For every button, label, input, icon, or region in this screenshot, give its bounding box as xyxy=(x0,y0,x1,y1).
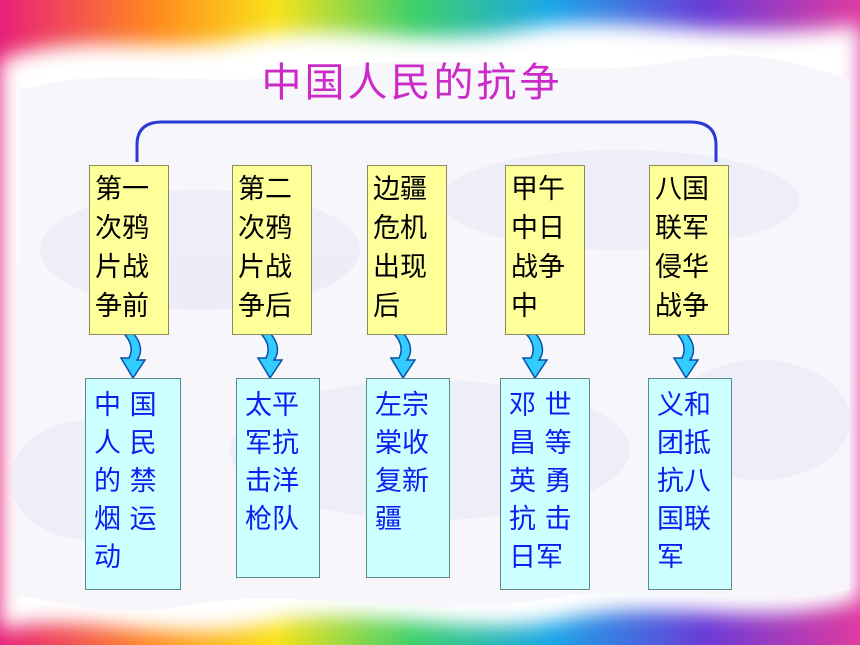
event-line: 邓 世 xyxy=(509,390,572,421)
event-line: 棠收 xyxy=(375,428,429,459)
cause-line: 争前 xyxy=(95,291,149,322)
cause-line: 中 xyxy=(511,291,538,322)
cause-box-2: 第二 次鸦 片战 争后 xyxy=(232,165,312,335)
cause-line: 中日 xyxy=(511,213,565,244)
cause-line: 甲午 xyxy=(511,174,565,205)
event-line: 的 禁 xyxy=(94,466,157,497)
cause-line: 八国 xyxy=(655,174,709,205)
cause-box-4: 甲午 中日 战争 中 xyxy=(505,165,585,335)
event-line: 抗八 xyxy=(657,466,711,497)
event-line: 枪队 xyxy=(245,504,299,535)
event-line: 英 勇 xyxy=(509,466,572,497)
event-line: 中 国 xyxy=(94,390,157,421)
cause-line: 联军 xyxy=(655,213,709,244)
cause-line: 第二 xyxy=(238,174,292,205)
event-box-1: 中 国 人 民 的 禁 烟 运 动 xyxy=(85,378,181,590)
event-line: 烟 运 xyxy=(94,504,157,535)
event-line: 军 xyxy=(657,542,684,573)
cause-line: 侵华 xyxy=(655,252,709,283)
cause-line: 片战 xyxy=(95,252,149,283)
event-line: 团抵 xyxy=(657,428,711,459)
event-line: 复新 xyxy=(375,466,429,497)
cause-line: 后 xyxy=(373,291,400,322)
event-box-2: 太平 军抗 击洋 枪队 xyxy=(236,378,320,578)
event-line: 日军 xyxy=(509,542,563,573)
event-line: 义和 xyxy=(657,390,711,421)
cause-line: 片战 xyxy=(238,252,292,283)
event-line: 击洋 xyxy=(245,466,299,497)
cause-line: 战争 xyxy=(511,252,565,283)
event-line: 抗 击 xyxy=(509,504,572,535)
event-line: 左宗 xyxy=(375,390,429,421)
event-line: 人 民 xyxy=(94,428,157,459)
event-line: 太平 xyxy=(245,390,299,421)
cause-line: 次鸦 xyxy=(95,213,149,244)
cause-box-5: 八国 联军 侵华 战争 xyxy=(649,165,729,335)
cause-line: 第一 xyxy=(95,174,149,205)
cause-line: 出现 xyxy=(373,252,427,283)
event-box-4: 邓 世 昌 等 英 勇 抗 击 日军 xyxy=(500,378,590,590)
cause-line: 危机 xyxy=(373,213,427,244)
event-line: 疆 xyxy=(375,504,402,535)
event-line: 军抗 xyxy=(245,428,299,459)
cause-line: 战争 xyxy=(655,291,709,322)
down-arrow-4 xyxy=(521,332,549,380)
down-arrow-1 xyxy=(119,332,147,380)
cause-line: 次鸦 xyxy=(238,213,292,244)
cause-box-1: 第一 次鸦 片战 争前 xyxy=(89,165,169,335)
page-title: 中国人民的抗争 xyxy=(261,60,563,106)
event-box-3: 左宗 棠收 复新 疆 xyxy=(366,378,450,578)
event-box-5: 义和 团抵 抗八 国联 军 xyxy=(648,378,732,590)
top-bracket xyxy=(135,120,718,162)
cause-box-3: 边疆 危机 出现 后 xyxy=(367,165,447,335)
event-line: 昌 等 xyxy=(509,428,572,459)
cause-line: 争后 xyxy=(238,291,292,322)
cause-line: 边疆 xyxy=(373,174,427,205)
event-line: 国联 xyxy=(657,504,711,535)
down-arrow-2 xyxy=(256,332,284,380)
down-arrow-3 xyxy=(389,332,417,380)
down-arrow-5 xyxy=(672,332,700,380)
event-line: 动 xyxy=(94,542,121,573)
